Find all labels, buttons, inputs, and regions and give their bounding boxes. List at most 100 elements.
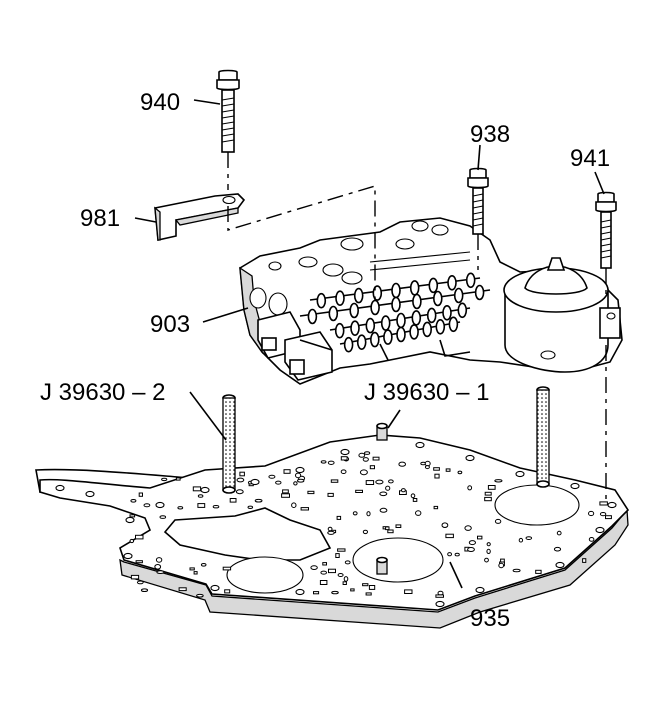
plate-hole xyxy=(424,465,430,470)
plate-hole xyxy=(189,567,195,571)
plate-hole xyxy=(369,465,375,470)
plate-hole xyxy=(310,565,318,570)
callout-938: 938 xyxy=(470,121,510,148)
plate-hole xyxy=(518,537,524,543)
plate-hole xyxy=(177,506,184,510)
plate-hole xyxy=(435,594,444,598)
spool-land xyxy=(343,336,354,353)
guide-pin-j39630-1-second xyxy=(376,556,388,575)
plate-hole xyxy=(582,558,587,563)
plate-hole xyxy=(291,502,297,509)
spool-land xyxy=(474,284,485,301)
bolt-940 xyxy=(216,69,240,153)
plate-hole xyxy=(447,552,453,557)
plate-hole xyxy=(379,507,388,513)
plate-hole xyxy=(140,588,149,593)
plate-hole xyxy=(464,525,472,531)
plate-hole xyxy=(410,493,416,499)
plate-hole xyxy=(388,479,394,484)
plate-hole xyxy=(197,494,204,498)
plate-hole xyxy=(320,570,328,575)
plate-bolt-hole xyxy=(570,482,580,490)
spool-land xyxy=(442,304,452,321)
plate-hole xyxy=(254,498,263,503)
plate-bolt-hole xyxy=(435,600,445,608)
plate-hole xyxy=(130,574,140,580)
plate-bolt-hole xyxy=(123,552,133,560)
spool-land xyxy=(307,308,318,325)
plate-hole xyxy=(385,485,391,491)
alignment-line-981 xyxy=(227,185,376,300)
spool-land xyxy=(316,292,327,309)
plate-hole xyxy=(404,589,413,595)
plate-hole xyxy=(433,467,440,471)
plate-hole xyxy=(512,568,521,573)
bolt-938 xyxy=(467,167,489,235)
plate-hole xyxy=(340,469,347,475)
guide-pin-j39630-2 xyxy=(222,394,236,494)
plate-hole xyxy=(599,512,607,517)
plate-hole xyxy=(337,548,346,552)
plate-hole xyxy=(319,580,328,585)
bracket-981 xyxy=(154,193,246,241)
spool-land xyxy=(350,320,360,337)
spool-land xyxy=(412,293,422,310)
spool-land xyxy=(453,287,464,304)
plate-hole xyxy=(247,505,254,509)
plate-hole xyxy=(362,529,368,535)
plate-bolt-hole xyxy=(250,478,260,486)
bolt-941 xyxy=(595,191,617,269)
plate-hole xyxy=(268,474,276,479)
plate-bolt-hole xyxy=(465,454,475,462)
plate-hole xyxy=(437,590,444,596)
spool-land xyxy=(353,287,364,304)
plate-bolt-hole xyxy=(200,486,210,494)
spool-land xyxy=(391,296,401,313)
plate-bolt-hole xyxy=(85,490,95,498)
plate-hole xyxy=(156,570,165,574)
spool-land xyxy=(349,302,360,319)
callout-903: 903 xyxy=(150,311,190,338)
plate-hole xyxy=(372,456,380,461)
spool-land xyxy=(432,290,443,307)
plate-hole xyxy=(355,489,364,493)
spacer-plate xyxy=(35,434,630,629)
plate-hole xyxy=(352,511,358,516)
plate-hole xyxy=(295,472,302,479)
plate-hole xyxy=(553,546,562,552)
plate-hole xyxy=(457,470,463,475)
plate-hole xyxy=(486,548,491,555)
plate-hole xyxy=(297,478,305,483)
plate-hole xyxy=(283,469,291,474)
plate-hole xyxy=(136,580,144,585)
plate-hole xyxy=(365,592,372,596)
plate-hole xyxy=(556,530,562,536)
plate-hole xyxy=(307,490,315,495)
plate-hole xyxy=(135,560,143,564)
plate-hole xyxy=(200,563,207,567)
plate-hole xyxy=(178,587,187,592)
plate-hole xyxy=(193,571,198,575)
plate-hole xyxy=(484,491,492,496)
plate-bolt-hole xyxy=(210,584,220,592)
plate-hole xyxy=(235,489,244,495)
spool-land xyxy=(411,310,422,326)
plate-hole xyxy=(222,566,232,571)
plate-hole xyxy=(588,537,595,542)
plate-hole xyxy=(588,510,595,517)
plate-hole xyxy=(196,593,204,598)
plate-hole xyxy=(328,568,336,574)
plate-bolt-hole xyxy=(415,441,425,449)
spool-land xyxy=(328,305,339,322)
plate-hole xyxy=(161,477,168,482)
plate-hole xyxy=(398,461,407,467)
plate-hole xyxy=(129,538,135,544)
plate-bolt-hole xyxy=(475,586,485,594)
spool-land xyxy=(465,272,476,289)
plate-hole xyxy=(154,564,162,570)
plate-hole xyxy=(441,522,449,529)
spool-land xyxy=(457,302,468,319)
plate-hole xyxy=(358,452,366,458)
callout-981: 981 xyxy=(80,205,120,232)
